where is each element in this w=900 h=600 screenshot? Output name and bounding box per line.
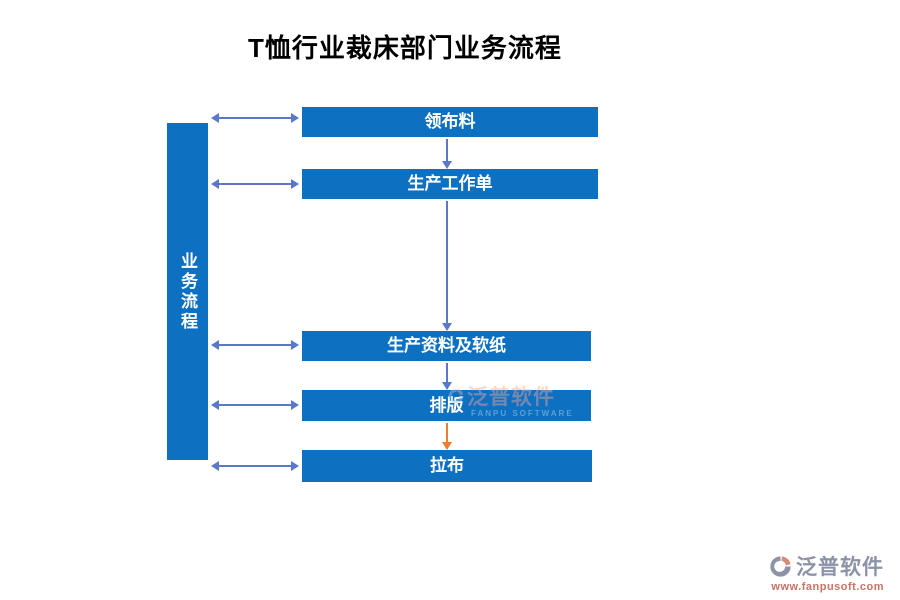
bidirectional-arrow-5	[211, 461, 299, 471]
watermark-footer-url: www.fanpusoft.com	[771, 581, 884, 593]
process-category-bar: 业务流程	[167, 123, 208, 460]
diagram-title: T恤行业裁床部门业务流程	[248, 33, 562, 63]
watermark-footer-brand: 泛普软件	[796, 556, 884, 579]
watermark-footer: 泛普软件 www.fanpusoft.com	[768, 551, 884, 593]
step-box-layout: 排版	[302, 390, 591, 421]
down-arrow-orange	[442, 423, 452, 450]
fanpu-logo-icon	[770, 555, 791, 577]
bidirectional-arrow-1	[211, 113, 299, 123]
down-arrow-3	[442, 363, 452, 390]
down-arrow-2	[442, 201, 452, 331]
step-box-spread-fabric: 拉布	[302, 450, 592, 482]
step-box-production-work-order: 生产工作单	[302, 169, 598, 199]
bidirectional-arrow-4	[211, 400, 299, 410]
down-arrow-1	[442, 139, 452, 169]
bidirectional-arrow-3	[211, 340, 299, 350]
step-box-receive-fabric: 领布料	[302, 107, 598, 137]
process-category-label: 业务流程	[178, 251, 197, 332]
step-box-production-materials: 生产资料及软纸	[302, 331, 591, 361]
bidirectional-arrow-2	[211, 179, 299, 189]
